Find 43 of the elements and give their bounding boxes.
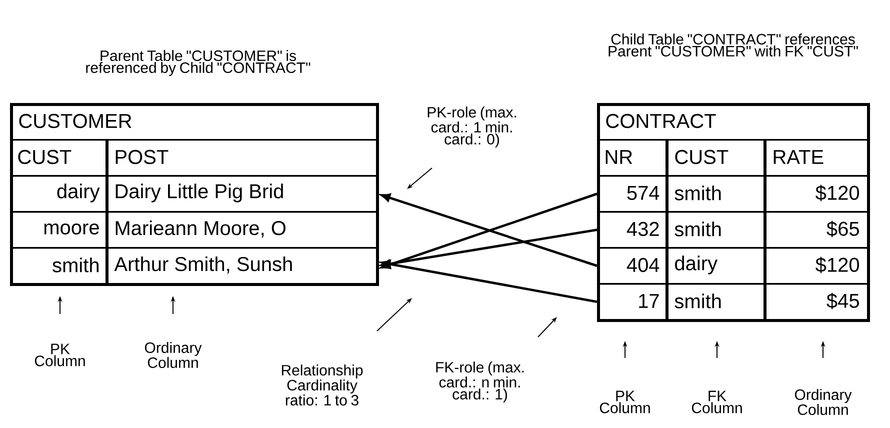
table-cell: 432 [626, 222, 659, 236]
note-label: Ordinary Column [794, 389, 852, 415]
table-row [10, 247, 378, 285]
table-cell: CUST [18, 150, 72, 164]
table-row [10, 175, 378, 213]
arrow [381, 260, 598, 303]
table-row [597, 175, 869, 213]
table-caption: Child Table "CONTRACT" references Parent "CUSTOMER" with FK "CUST" [608, 34, 858, 56]
table-cell: $120 [816, 256, 860, 274]
table-row [597, 247, 869, 285]
table-cell: $120 [816, 184, 860, 202]
note-label: FK Column [692, 390, 742, 414]
note-label: Relationship Cardinality ratio: 1 to 3 [282, 364, 363, 406]
table-cell: Arthur Smith, Sunsh [114, 256, 292, 274]
table-cell: dairy [57, 184, 100, 202]
table-cell: $45 [826, 292, 859, 310]
table-cell: smith [52, 258, 98, 272]
table-row [597, 283, 869, 321]
table-cell: smith [674, 186, 721, 200]
table-cell: 574 [627, 186, 660, 200]
table-cell: 17 [639, 294, 659, 308]
table-row [10, 211, 378, 249]
table-cell: Dairy Little Pig Brid [116, 184, 283, 202]
table-row [597, 139, 869, 177]
note-label: PK Column [600, 390, 650, 414]
note-label: Ordinary Column [144, 342, 202, 368]
table-cell: smith [674, 222, 721, 236]
table-caption: Parent Table "CUSTOMER" is referenced by Child "CONTRACT" [86, 50, 310, 76]
note-label: PK-role (max. card.: 1 min. card.: 0) [428, 106, 516, 148]
table-cell: Marieann Moore, O [116, 220, 286, 238]
table-cell: POST [116, 150, 168, 164]
table-cell: RATE [774, 150, 824, 164]
table-cell: CUST [675, 150, 728, 164]
note-label: PK Column [34, 344, 85, 366]
table-cell: dairy [675, 256, 718, 274]
table-cell: smith [674, 294, 721, 308]
table-cell: 404 [626, 258, 660, 272]
note-label: FK-role (max. card.: n min. card.: 1) [436, 362, 524, 402]
table-cell: $65 [826, 220, 859, 238]
table-row [597, 211, 869, 249]
table-row [10, 139, 378, 177]
table-cell: NR [606, 150, 632, 164]
table-cell: moore [44, 224, 99, 234]
